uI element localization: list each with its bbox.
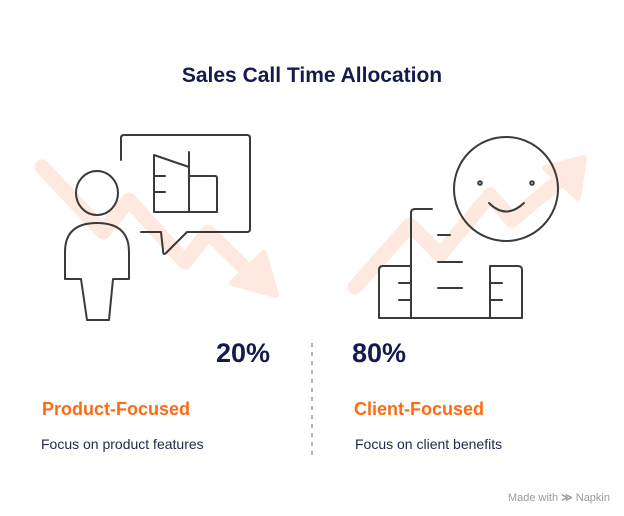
made-with-text: Made with bbox=[507, 492, 559, 504]
client-percent: 80% bbox=[352, 338, 407, 368]
brand-text: Napkin bbox=[575, 492, 610, 504]
happy-client-icon bbox=[378, 136, 559, 319]
up-trend-arrow-icon bbox=[347, 155, 587, 295]
client-label: Client-Focused bbox=[354, 399, 485, 419]
product-description: Focus on product features bbox=[41, 436, 204, 452]
client-description: Focus on client benefits bbox=[355, 436, 503, 452]
page-title: Sales Call Time Allocation bbox=[181, 64, 443, 87]
product-percent: 20% bbox=[215, 338, 270, 368]
napkin-logo-icon: ≫ bbox=[561, 492, 573, 504]
napkin-attribution[interactable]: Made with ≫ Napkin bbox=[508, 491, 610, 504]
presenter-icon bbox=[64, 134, 251, 321]
product-label: Product-Focused bbox=[42, 399, 191, 419]
